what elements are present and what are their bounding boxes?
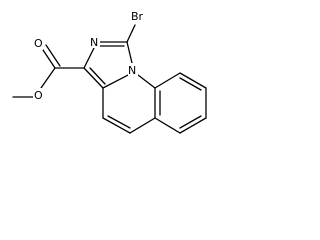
bond-c3-c3a: [83, 67, 104, 89]
bond-c1-n-bridge: [126, 41, 133, 64]
carbonyl-oxygen-label-bg: [33, 37, 43, 50]
bond-c7-c6: [179, 117, 207, 134]
bond-c9-c8: [179, 72, 207, 89]
bond-c4-c5: [102, 117, 131, 134]
bond-c7-c6-double: [179, 115, 202, 129]
ester-oxygen-label-bg: [33, 88, 43, 101]
bromine-atom-label: Br: [131, 10, 144, 23]
bond-c3-c3a-double: [89, 67, 106, 85]
bonds: [12, 24, 207, 134]
bond-c9a-c9: [154, 72, 181, 89]
bond-c5-c5a: [129, 117, 156, 134]
bond-c3a-n-bridge: [102, 72, 133, 89]
imidazole-nitrogen-atom-label: N: [90, 36, 98, 49]
bridgehead-nitrogen-label-bg: [128, 63, 138, 76]
bond-c6-c5a: [154, 117, 181, 134]
bond-carbonyl-c-o-double: [45, 44, 61, 67]
atom-labels: Br N N O O: [33, 9, 148, 102]
bond-c1-br: [126, 24, 136, 43]
bond-carbonyl-c-ester-o: [40, 67, 56, 89]
bromine-label-bg: [130, 9, 148, 23]
bond-carbonyl-c-o: [40, 46, 56, 69]
carbonyl-oxygen-atom-label: O: [34, 37, 43, 50]
methyl-1-bromoimidazo-quinoline-3-carboxylate-structure: Br N N O O: [12, 9, 207, 134]
bond-c9a-n-bridge: [137, 74, 156, 89]
bond-c9-c8-double: [179, 77, 202, 91]
chemical-structure-canvas: Br N N O O: [12, 9, 207, 134]
bridgehead-nitrogen-atom-label: N: [128, 64, 136, 77]
ester-oxygen-atom-label: O: [34, 89, 43, 102]
bond-c4-c5-double: [107, 115, 131, 129]
imidazole-nitrogen-label-bg: [90, 35, 100, 48]
